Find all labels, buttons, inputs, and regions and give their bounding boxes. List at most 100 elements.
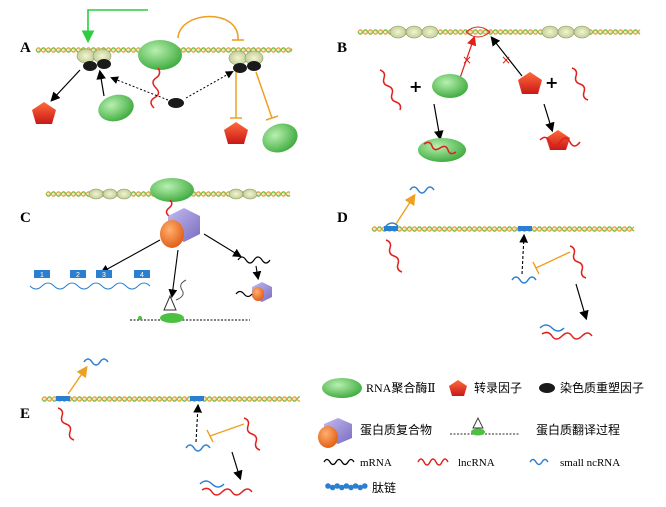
- small-ncrna: [185, 444, 211, 452]
- dashed-arrow: [193, 403, 203, 443]
- lncrna: [379, 69, 402, 111]
- transcription-factor: [32, 102, 56, 124]
- lncrna: [201, 487, 253, 496]
- panel-label-a: A: [20, 40, 31, 56]
- transcription-factor: [518, 72, 542, 94]
- lncrna: [165, 199, 173, 217]
- arrow: [543, 103, 555, 133]
- peptide-bead: [348, 484, 354, 491]
- rna-polymerase-ii: [98, 94, 134, 122]
- panel-label-b: B: [337, 40, 347, 56]
- plus-sign: +: [409, 77, 422, 96]
- legend-translation-label: 蛋白质翻译过程: [536, 422, 620, 437]
- small-ncrna: [83, 358, 109, 366]
- chromatin-remodeler: [233, 63, 247, 73]
- nucleosome: [88, 188, 104, 200]
- lncrna: [243, 417, 261, 451]
- chromatin-remodeler: [247, 61, 261, 71]
- rna-polymerase-ii: [418, 138, 466, 162]
- legend-mrna-icon: [323, 458, 355, 466]
- block-mark: ×: [462, 53, 472, 67]
- legend-lncrna-icon: [417, 458, 449, 466]
- nucleosome: [421, 25, 439, 39]
- chromatin-remodeler: [168, 98, 184, 108]
- mrna: [237, 256, 271, 264]
- panel-a: [32, 9, 298, 153]
- legend-peptide-icon: [325, 483, 368, 491]
- peptide-bead: [339, 484, 345, 491]
- exon-number: 2: [76, 272, 80, 279]
- nucleosome: [242, 188, 258, 200]
- peptide-bead: [352, 483, 359, 489]
- arrow: [575, 283, 589, 321]
- orange-arrow: [395, 193, 416, 225]
- legend-peptide-label: 肽链: [372, 480, 396, 495]
- legend-tf-label: 转录因子: [474, 380, 522, 395]
- arrow: [490, 36, 523, 77]
- peptide-bead: [343, 483, 350, 489]
- small-ncrna-bound: [385, 222, 399, 227]
- ribosome: [160, 313, 184, 323]
- mrna: [235, 290, 253, 298]
- block-mark: ×: [501, 53, 511, 67]
- peptide-bead: [357, 484, 364, 491]
- legend-rna-pol-label: RNA聚合酶Ⅱ: [366, 380, 436, 395]
- legend-lncrna-label: lncRNA: [458, 457, 495, 469]
- chromatin-remodeler: [97, 59, 111, 69]
- inhibition-bar: [532, 261, 540, 275]
- small-ncrna: [409, 186, 435, 194]
- inhibition-bar: [265, 115, 279, 121]
- peptide-bead: [329, 484, 336, 491]
- arrow: [231, 451, 243, 481]
- legend-complex-oval: [318, 426, 338, 448]
- rna-polymerase-ii: [150, 178, 194, 202]
- small-ncrna: [199, 480, 225, 488]
- exon-box: [96, 270, 112, 278]
- small-ncrna: [511, 276, 537, 284]
- green-activation-arrow: [81, 9, 148, 44]
- panel-label-e: E: [20, 406, 30, 422]
- dna-strand: [41, 396, 300, 402]
- binding-site: [190, 396, 204, 401]
- peptide-bead: [325, 483, 331, 489]
- legend-mrna-label: mRNA: [360, 457, 392, 469]
- nucleosome: [102, 188, 118, 200]
- inhibition-bar: [206, 429, 214, 443]
- protein-complex-oval: [160, 220, 184, 248]
- nucleosome: [76, 48, 96, 64]
- arrow: [203, 233, 242, 258]
- exon-box: [34, 270, 50, 278]
- exon-number: 4: [140, 272, 144, 279]
- legend-chromatin-label: 染色质重塑因子: [560, 380, 644, 395]
- orange-arrow: [67, 365, 88, 395]
- legend-small-ncrna-label: small ncRNA: [560, 457, 620, 469]
- inhibition-line: [255, 71, 273, 119]
- transcription-factor: [224, 122, 248, 144]
- legend-tf-icon: [449, 380, 467, 396]
- dna-strand: [371, 226, 635, 232]
- lncrna: [150, 67, 161, 109]
- binding-site: [56, 396, 70, 401]
- dashed-arrow: [519, 233, 529, 275]
- chromatin-remodeler: [83, 61, 97, 71]
- panel-label-d: D: [337, 210, 348, 226]
- blocked-arrow: [459, 35, 477, 79]
- lncrna: [569, 245, 587, 279]
- panel-e: [56, 358, 261, 496]
- plus-sign: +: [545, 73, 558, 92]
- nucleosome: [228, 50, 248, 66]
- arrow: [96, 69, 106, 97]
- exon-box: [70, 270, 86, 278]
- small-ncrna: [539, 324, 565, 332]
- protein-complex-oval: [252, 287, 264, 301]
- lncrna: [539, 136, 581, 147]
- arrow: [100, 239, 161, 274]
- trna: [163, 294, 177, 311]
- peptide-bead: [334, 483, 341, 489]
- panel-b: × × + +: [379, 25, 591, 162]
- nucleosome: [573, 25, 591, 39]
- lncrna: [423, 141, 457, 155]
